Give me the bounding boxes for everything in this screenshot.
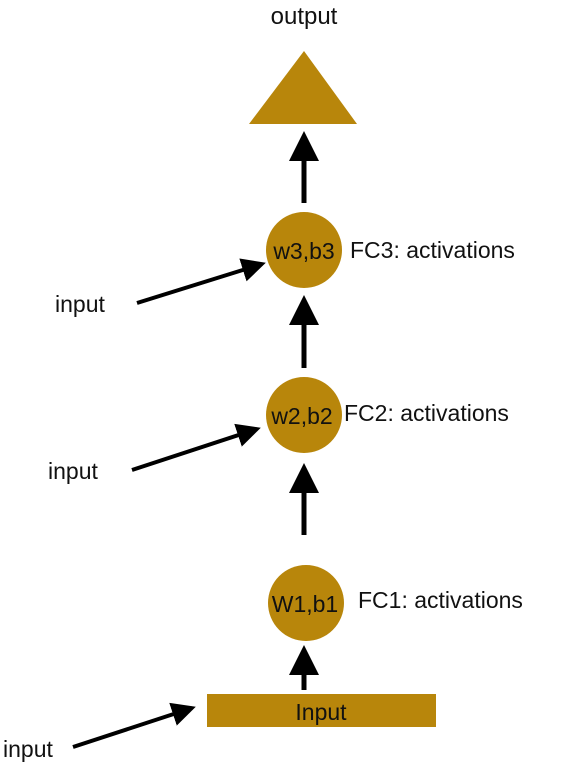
fc3-side-label: FC3: activations xyxy=(350,237,515,263)
output-label: output xyxy=(271,3,338,30)
fc1-node xyxy=(268,565,344,641)
input-block xyxy=(207,694,436,727)
fc2-node xyxy=(266,377,342,453)
input-block-side-label: input xyxy=(3,736,53,762)
fc3-input-label: input xyxy=(55,291,105,317)
fc2-input-label: input xyxy=(48,458,98,484)
arrow-input-to-fc3 xyxy=(136,258,266,305)
input-block-label: Input xyxy=(295,699,347,725)
arrow-input-to-fc2 xyxy=(131,423,261,472)
fc3-node-label: w3,b3 xyxy=(272,238,334,264)
fc2-node-label: w2,b2 xyxy=(270,403,332,429)
fc3-node xyxy=(266,212,342,288)
fc2-side-label: FC2: activations xyxy=(344,400,509,426)
output-triangle xyxy=(249,51,357,124)
fc1-side-label: FC1: activations xyxy=(358,587,523,613)
fc1-node-label: W1,b1 xyxy=(272,591,338,617)
arrow-input-to-input-block xyxy=(72,702,196,749)
